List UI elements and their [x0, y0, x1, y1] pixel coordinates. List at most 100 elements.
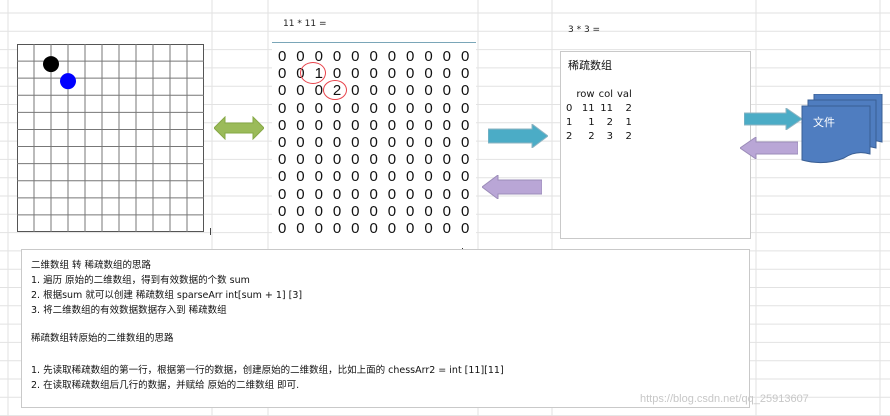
- matrix-cell: 0: [424, 48, 433, 65]
- matrix-cell: 0: [314, 133, 323, 151]
- matrix-cell: 0: [424, 99, 433, 117]
- matrix-cell: 0: [332, 151, 342, 169]
- matrix-cell: 0: [406, 116, 415, 134]
- matrix-cell: 0: [442, 168, 451, 186]
- matrix-cell: 0: [296, 48, 305, 65]
- table-cell: 2: [588, 131, 595, 142]
- matrix-cell: 0: [369, 133, 378, 151]
- matrix-cell: 0: [387, 82, 397, 100]
- matrix-cell: 0: [460, 168, 470, 186]
- matrix-cell: 0: [369, 185, 378, 203]
- matrix-cell: 0: [406, 185, 415, 203]
- notes-line: 1. 先读取稀疏数组的第一行，根据第一行的数据，创建原始的二维数组，比如上面的 …: [31, 365, 504, 376]
- matrix-cell: 0: [460, 48, 470, 65]
- matrix-cell: 0: [424, 219, 433, 237]
- matrix-cell: 0: [387, 151, 397, 169]
- matrix-cell: 0: [406, 48, 415, 65]
- matrix-cell: 0: [296, 219, 305, 237]
- chess-board: [17, 44, 204, 232]
- matrix-cell: 0: [277, 202, 287, 220]
- matrix-cell: 0: [406, 202, 415, 220]
- board-grid: [17, 44, 204, 232]
- matrix-cell: 0: [351, 168, 360, 186]
- right-arrow-icon: [744, 108, 802, 130]
- table-cell: 2: [566, 131, 573, 142]
- matrix-cell: 0: [296, 133, 305, 151]
- matrix-cell: 0: [424, 168, 433, 186]
- highlight-circle: [323, 80, 347, 100]
- matrix-cell: 0: [296, 116, 305, 134]
- table-header-row: row col val: [566, 88, 636, 102]
- table-cell: 2: [625, 103, 632, 114]
- table-cell: 11: [581, 103, 595, 114]
- matrix-cell: 0: [406, 151, 415, 169]
- notes-line: 二维数组 转 稀疏数组的思路: [31, 260, 152, 271]
- header-cell: row: [576, 89, 595, 100]
- matrix-cell: 0: [351, 151, 360, 169]
- matrix-cell: 0: [314, 116, 323, 134]
- matrix-cell: 0: [314, 99, 323, 117]
- matrix-cell: 0: [460, 185, 470, 203]
- header-cell: col: [598, 89, 613, 100]
- notes-line: 3. 将二维数组的有效数据数据存入到 稀疏数组: [31, 305, 227, 316]
- notes-line: 稀疏数组转原始的二维数组的思路: [31, 333, 174, 344]
- matrix-cell: 0: [406, 82, 415, 100]
- table-row: 2 2 3 2: [566, 130, 636, 144]
- matrix-cell: 0: [406, 219, 415, 237]
- matrix-cell: 0: [424, 151, 433, 169]
- board-frame: [17, 44, 204, 232]
- notes-line: 2. 在读取稀疏数组后几行的数据，并赋给 原始的二维数组 即可.: [31, 380, 300, 391]
- chess-piece: [60, 73, 76, 90]
- matrix-cell: 0: [314, 168, 323, 186]
- matrix-cell: 0: [351, 99, 360, 117]
- matrix-cell: 0: [460, 82, 470, 100]
- matrix-cell: 0: [296, 202, 305, 220]
- right-arrow-icon: [488, 124, 548, 148]
- matrix-cell: 0: [369, 48, 378, 65]
- matrix-cell: 0: [277, 82, 287, 100]
- matrix-cell: 0: [314, 151, 323, 169]
- matrix-cell: 0: [442, 99, 451, 117]
- double-arrow-icon: [214, 116, 264, 140]
- matrix-cell: 0: [351, 116, 360, 134]
- matrix-cell: 0: [442, 48, 451, 65]
- header-cell: val: [616, 89, 632, 100]
- matrix-cell: 0: [296, 99, 305, 117]
- left-arrow-icon: [740, 137, 798, 159]
- matrix-cell: 0: [369, 116, 378, 134]
- matrix-cell: 0: [387, 219, 397, 237]
- matrix-cell: 0: [406, 133, 415, 151]
- matrix-cell: 0: [442, 185, 451, 203]
- highlight-circle: [300, 62, 326, 84]
- matrix-cell: 0: [314, 202, 323, 220]
- sparse-array-panel: 稀疏数组 row col val 0 11 11 2 1 1 2 1 2 2 3…: [560, 51, 751, 239]
- sparse-array-title: 稀疏数组: [568, 59, 612, 72]
- matrix-cell: 0: [277, 168, 287, 186]
- matrix-cell: 0: [406, 99, 415, 117]
- notes-line: 2. 根据sum 就可以创建 稀疏数组 sparseArr int[sum + …: [31, 290, 303, 301]
- watermark: https://blog.csdn.net/qq_25913607: [640, 393, 809, 405]
- matrix-cell: 0: [369, 202, 378, 220]
- matrix-cell: 0: [442, 82, 451, 100]
- matrix-cell: 0: [424, 202, 433, 220]
- matrix-cell: 0: [314, 82, 323, 100]
- matrix-cell: 0: [442, 65, 451, 83]
- matrix-cell: 0: [387, 185, 397, 203]
- matrix-cell: 0: [442, 133, 451, 151]
- left-arrow-icon: [482, 175, 542, 199]
- file-stack-icon: [801, 94, 883, 164]
- matrix-cell: 0: [296, 168, 305, 186]
- matrix-cell: 0: [332, 219, 342, 237]
- matrix-cell: 0: [442, 116, 451, 134]
- matrix-cell: 0: [460, 219, 470, 237]
- matrix-cell: 0: [387, 48, 397, 65]
- matrix-cell: 0: [296, 82, 305, 100]
- matrix-cell: 0: [296, 151, 305, 169]
- table-cell: 1: [566, 117, 573, 128]
